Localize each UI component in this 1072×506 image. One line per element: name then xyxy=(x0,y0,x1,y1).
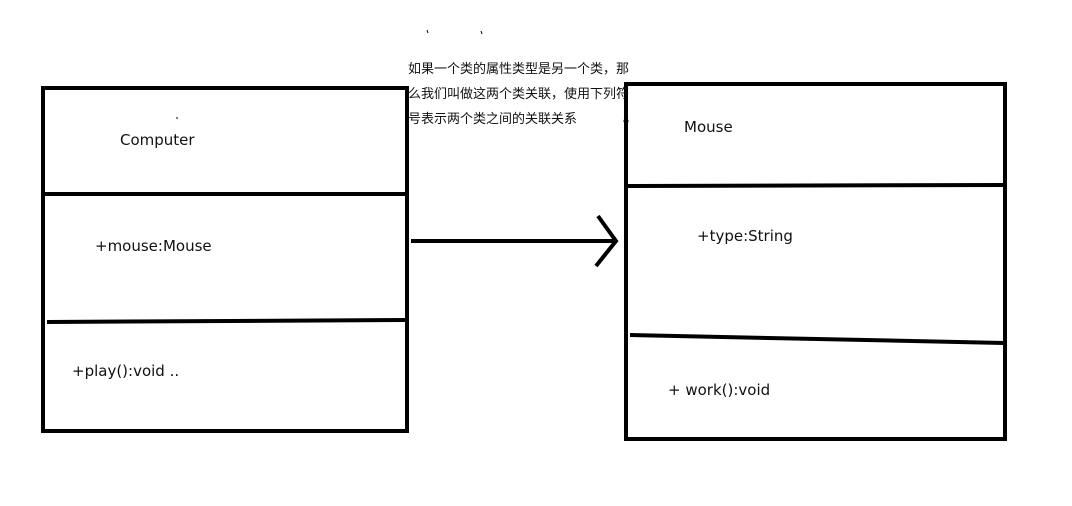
computer-method: +play():void .. xyxy=(72,362,180,380)
computer-class-box xyxy=(41,86,409,433)
stray-marks xyxy=(176,29,629,124)
computer-class-name: Computer xyxy=(120,131,195,149)
association-note: 如果一个类的属性类型是另一个类，那么我们叫做这两个类关联，使用下列符号表示两个类… xyxy=(408,62,630,127)
mouse-attribute: +type:String xyxy=(697,227,793,245)
mouse-class-box xyxy=(624,82,1008,441)
association-arrow xyxy=(411,214,619,268)
mouse-name-divider xyxy=(625,183,1008,188)
mouse-attribute-divider xyxy=(629,333,1005,345)
mouse-class-name: Mouse xyxy=(684,118,733,136)
mouse-method: + work():void xyxy=(668,381,771,399)
computer-attribute-divider xyxy=(46,318,407,324)
computer-attribute: +mouse:Mouse xyxy=(95,237,212,255)
